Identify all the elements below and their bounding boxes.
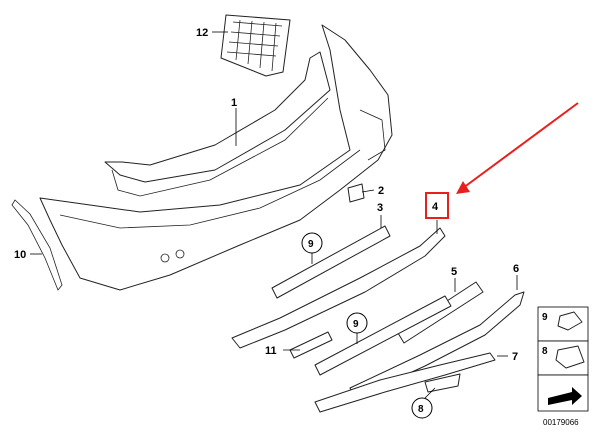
callout-7: 7	[512, 351, 518, 363]
legend-arrow-icon	[548, 387, 582, 405]
highlight-arrow	[456, 102, 579, 194]
callout-10: 10	[14, 249, 26, 261]
callout-5: 5	[451, 266, 457, 278]
circle-callout-9-upper: 9	[301, 232, 323, 254]
callout-12: 12	[196, 27, 208, 39]
legend-label-9: 9	[542, 312, 548, 323]
svg-text:4: 4	[432, 201, 439, 213]
highlighted-callout-4: 4	[425, 192, 449, 219]
grille-part	[220, 14, 291, 77]
legend-panel: 9 8 00179066	[537, 306, 589, 427]
svg-text:9: 9	[353, 319, 359, 330]
bumper-cover-part	[11, 24, 393, 291]
trim-strip-4	[231, 227, 446, 349]
circle-callout-9-lower: 9	[346, 312, 368, 334]
callout-11: 11	[265, 345, 277, 357]
bumper-support-part	[104, 51, 331, 197]
part-8	[424, 373, 461, 393]
svg-text:9: 9	[308, 239, 314, 250]
legend-label-8: 8	[542, 346, 548, 357]
callout-1: 1	[231, 97, 237, 109]
leader-lines	[30, 31, 518, 399]
trim-strip-7	[314, 352, 496, 413]
trim-strip-11	[289, 331, 333, 359]
callout-6: 6	[513, 263, 519, 275]
bracket-part	[347, 183, 365, 203]
trim-strip-5	[397, 281, 484, 344]
strip-9-lower	[314, 295, 452, 376]
circle-callout-8: 8	[411, 397, 433, 419]
svg-text:8: 8	[418, 404, 424, 415]
strip-9-upper	[271, 225, 391, 299]
diagram-number: 00179066	[543, 418, 579, 427]
callout-2: 2	[378, 185, 384, 197]
callout-3: 3	[377, 202, 383, 214]
